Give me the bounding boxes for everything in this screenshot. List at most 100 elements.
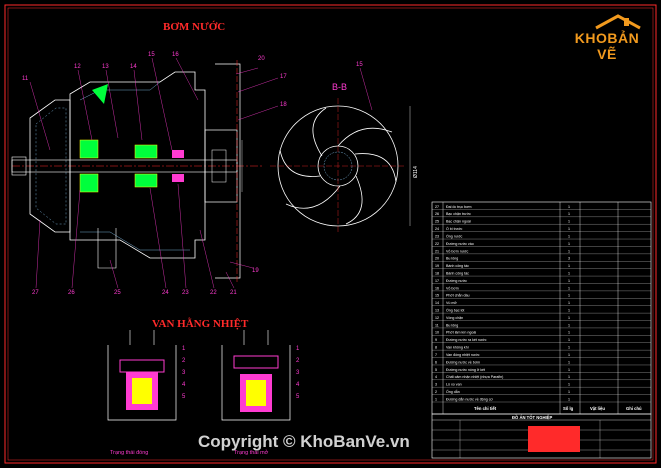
thermostat-closed-view[interactable]: Trạng thái đóng 1 2 3 4 5 [107, 330, 186, 456]
thermo-a-callout-5: 5 [182, 394, 186, 400]
callout-14: 14 [130, 64, 137, 70]
table-cell-qty: 1 [568, 249, 570, 253]
thermo-open-pipe [243, 330, 269, 345]
callout-23: 23 [182, 290, 189, 296]
table-cell-no: 7 [435, 353, 437, 357]
parts-header-qty: Số lg [563, 406, 574, 411]
table-cell-no: 21 [435, 249, 439, 253]
table-cell-name: Van đóng nhiệt nước [446, 353, 480, 357]
table-cell-no: 23 [435, 234, 439, 238]
thermostat-open-view[interactable]: Trạng thái mở 1 2 3 4 5 [221, 330, 300, 456]
impeller-vanes [279, 107, 397, 225]
title-block[interactable]: ĐỒ ÁN TỐT NGHIỆP [431, 413, 652, 459]
thermo-b-callout-1: 1 [296, 346, 300, 352]
table-cell-name: Phớt làm kín ngoài [446, 331, 476, 335]
table-cell-qty: 1 [568, 353, 570, 357]
table-cell-qty: 1 [568, 234, 570, 238]
table-cell-qty: 3 [568, 257, 570, 261]
seal-bottom [172, 174, 184, 182]
thermo-b-callout-4: 4 [296, 382, 300, 388]
dim-diameter: Ø114 [413, 166, 419, 178]
table-cell-qty: 1 [568, 338, 570, 342]
table-cell-name: Vỏ bơm nước [446, 249, 469, 253]
thermo-open-valve [233, 355, 279, 369]
callout-21: 21 [230, 290, 237, 296]
table-cell-no: 5 [435, 368, 437, 372]
table-cell-name: Lò xo van [446, 383, 462, 387]
parts-header-note: Ghi chú [626, 406, 642, 411]
title-block-frame [431, 413, 652, 459]
thermo-b-callout-5: 5 [296, 394, 300, 400]
callout-12: 12 [74, 64, 81, 70]
table-cell-qty: 1 [568, 390, 570, 394]
caption-closed: Trạng thái đóng [110, 450, 148, 456]
table-cell-qty: 1 [568, 368, 570, 372]
thermo-closed-wax [132, 378, 152, 404]
table-cell-no: 19 [435, 264, 439, 268]
logo-text-a: KHO [574, 30, 608, 46]
thermo-a-callout-2: 2 [182, 358, 186, 364]
table-cell-no: 9 [435, 338, 437, 342]
table-cell-no: 12 [435, 316, 439, 320]
callout-17: 17 [280, 74, 287, 80]
title-block-grid [432, 420, 651, 458]
table-cell-name: Chất cảm nhận nhiệt (nhựa Parafin) [446, 375, 503, 379]
table-cell-name: Đường nước vào [446, 242, 474, 246]
table-cell-qty: 1 [568, 309, 570, 313]
table-cell-qty: 1 [568, 375, 570, 379]
table-cell-no: 1 [435, 397, 437, 401]
table-cell-name: Ổ bi trước [446, 226, 463, 231]
table-cell-qty: 1 [568, 301, 570, 305]
table-cell-no: 22 [435, 242, 439, 246]
table-cell-name: Ống dẫn [446, 389, 460, 394]
thermo-closed-valve [119, 359, 165, 373]
body-hatch-b [80, 231, 190, 251]
table-cell-qty: 1 [568, 205, 570, 209]
table-cell-name: Bạc chặn trước [446, 212, 471, 216]
table-cell-no: 15 [435, 294, 439, 298]
impeller-hub [211, 149, 227, 183]
table-cell-no: 14 [435, 301, 439, 305]
table-cell-name: Vỏ bơm [446, 286, 459, 290]
khobanve-logo: KHOBẢN VẼ [566, 14, 648, 62]
table-cell-no: 8 [435, 346, 437, 350]
table-cell-name: Bạc chặn ngoài [446, 220, 471, 224]
table-cell-no: 24 [435, 227, 439, 231]
caption-open: Trạng thái mở [234, 449, 269, 456]
table-cell-qty: 1 [568, 331, 570, 335]
table-cell-name: Đường dẫn nước về động cơ [446, 396, 493, 401]
callout-11: 11 [22, 76, 29, 82]
table-cell-no: 26 [435, 212, 439, 216]
table-cell-qty: 1 [568, 346, 570, 350]
table-cell-no: 4 [435, 375, 437, 379]
callout-15b: 15 [356, 62, 363, 68]
table-cell-qty: 1 [568, 227, 570, 231]
table-cell-qty: 1 [568, 360, 570, 364]
table-cell-qty: 1 [568, 220, 570, 224]
table-cell-no: 3 [435, 383, 437, 387]
pump-section-view[interactable]: 11 12 13 14 15 16 20 17 18 19 27 26 25 2… [11, 52, 287, 296]
logo-text: KHOBẢN VẼ [566, 30, 648, 62]
table-cell-name: Bu lông [446, 323, 458, 327]
table-cell-no: 10 [435, 331, 439, 335]
pump-leader-lines [29, 57, 279, 289]
table-cell-name: Đường nước ra két nước [446, 338, 487, 342]
callout-24: 24 [162, 290, 169, 296]
table-cell-no: 17 [435, 279, 439, 283]
water-inlet-pipe [97, 228, 117, 269]
table-cell-no: 13 [435, 309, 439, 313]
house-roof-icon [595, 14, 641, 30]
callout-13: 13 [102, 64, 109, 70]
table-cell-qty: 1 [568, 212, 570, 216]
school-logo-block [528, 426, 580, 452]
callout-20: 20 [258, 56, 265, 62]
table-cell-name: Phớt chắn dầu [446, 293, 470, 298]
thermo-b-callout-3: 3 [296, 370, 300, 376]
table-cell-name: Ống nước [446, 233, 463, 238]
impeller-section-bb[interactable]: B-B 15 Ø114 [270, 62, 419, 234]
section-label-bb: B-B [332, 82, 347, 92]
